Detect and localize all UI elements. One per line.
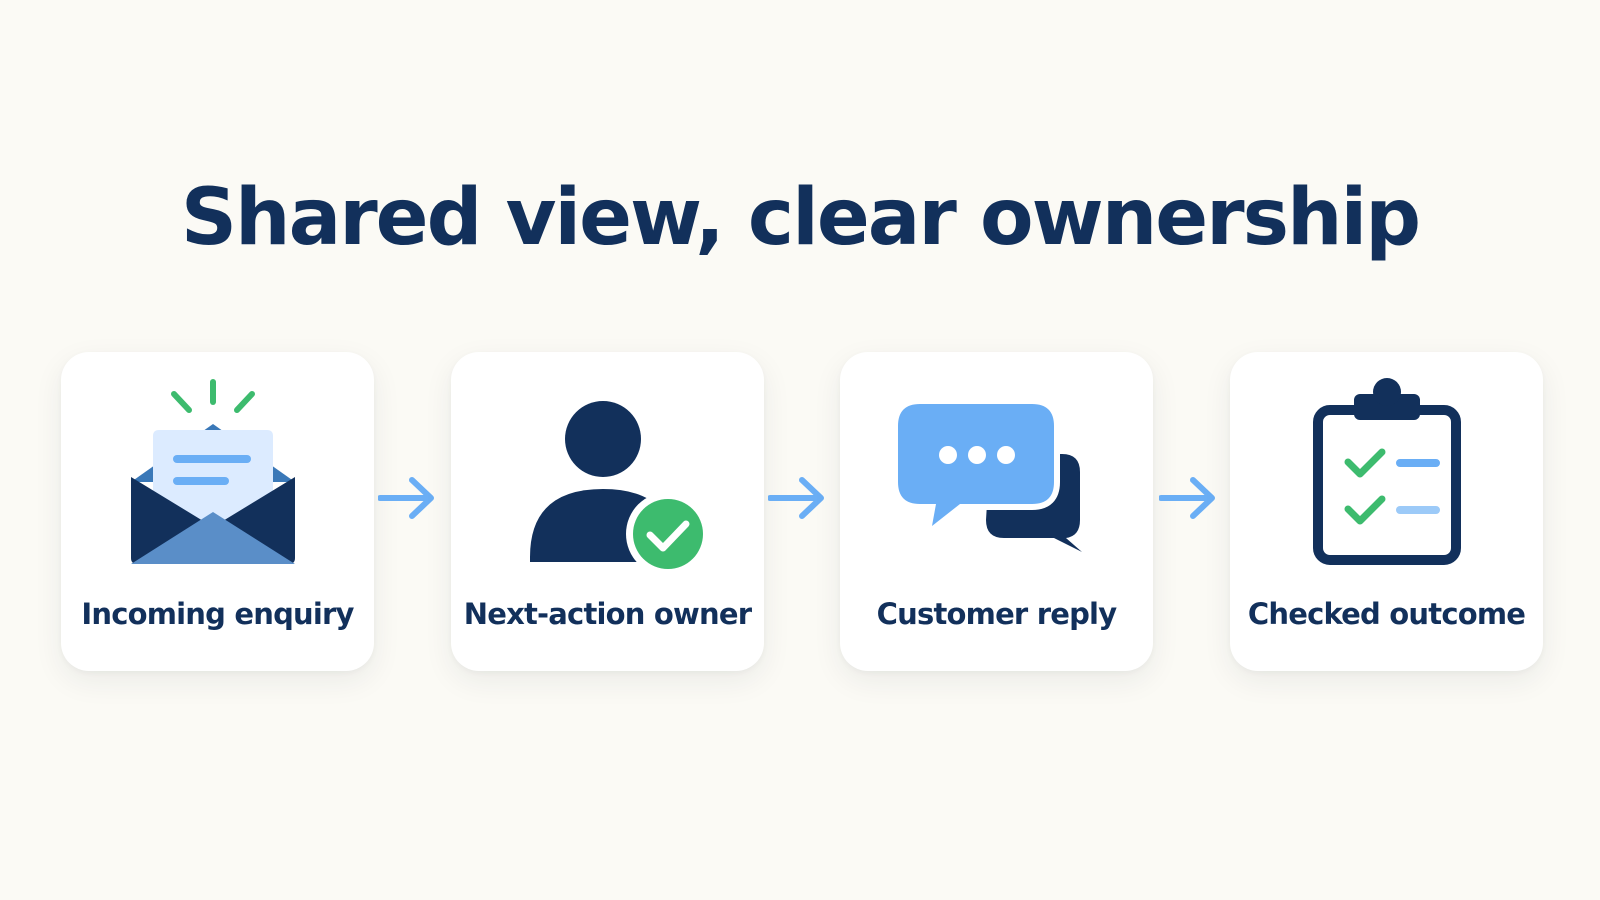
chat-bubbles-icon bbox=[892, 398, 1082, 552]
step-card-next-action-owner: Next-action owner bbox=[451, 352, 764, 671]
arrow-right-icon bbox=[378, 477, 434, 519]
step-card-checked-outcome: Checked outcome bbox=[1230, 352, 1543, 671]
page-title: Shared view, clear ownership bbox=[180, 173, 1421, 263]
step-label: Customer reply bbox=[876, 597, 1117, 631]
arrow-right-icon bbox=[768, 477, 824, 519]
open-envelope-icon bbox=[131, 379, 295, 564]
step-label: Next-action owner bbox=[463, 597, 752, 631]
person-check-icon bbox=[530, 401, 710, 576]
step-card-customer-reply: Customer reply bbox=[840, 352, 1153, 671]
arrow-right-icon bbox=[1159, 477, 1215, 519]
step-card-incoming-enquiry: Incoming enquiry bbox=[61, 352, 374, 671]
step-label: Incoming enquiry bbox=[81, 597, 354, 631]
checklist-clipboard-icon bbox=[1313, 378, 1461, 565]
step-label: Checked outcome bbox=[1247, 597, 1526, 631]
